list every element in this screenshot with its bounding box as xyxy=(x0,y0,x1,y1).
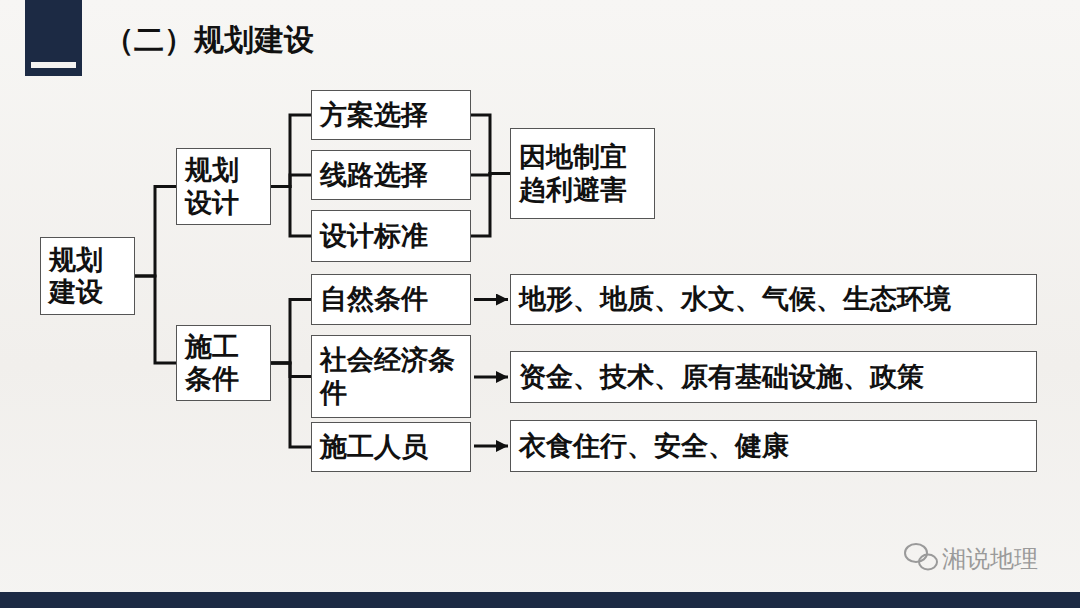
watermark: 湘说地理 xyxy=(942,543,1038,575)
box-label: 自然条件 xyxy=(320,283,428,315)
connector xyxy=(271,175,311,187)
concept-box: 因地制宜 趋利避害 xyxy=(510,128,655,219)
box-label: 因地制宜 趋利避害 xyxy=(519,141,646,206)
concept-box: 施工人员 xyxy=(311,422,471,472)
box-label: 衣食住行、安全、健康 xyxy=(519,430,789,462)
box-label: 规划建设 xyxy=(49,244,126,309)
connector xyxy=(271,187,311,237)
connector xyxy=(471,115,510,174)
concept-box: 衣食住行、安全、健康 xyxy=(510,420,1037,472)
wechat-icon xyxy=(905,544,937,570)
concept-box: 设计标准 xyxy=(311,210,471,262)
corner-bar xyxy=(25,0,82,76)
box-label: 设计标准 xyxy=(320,220,428,252)
connector xyxy=(471,174,510,237)
concept-box: 规划设计 xyxy=(176,148,271,225)
corner-bar-inner xyxy=(31,0,76,68)
concept-box: 地形、地质、水文、气候、生态环境 xyxy=(510,274,1037,325)
connector xyxy=(271,115,311,187)
box-label: 规划设计 xyxy=(185,154,262,219)
concept-box: 自然条件 xyxy=(311,274,471,325)
concept-box: 社会经济条件 xyxy=(311,335,471,418)
concept-box: 线路选择 xyxy=(311,150,471,200)
bottom-bar xyxy=(0,592,1080,608)
connector xyxy=(474,376,508,379)
box-label: 方案选择 xyxy=(320,99,428,131)
box-label: 施工人员 xyxy=(320,431,428,463)
concept-box: 资金、技术、原有基础设施、政策 xyxy=(510,351,1037,403)
concept-box: 施工条件 xyxy=(176,325,271,401)
connector xyxy=(135,276,176,363)
connector xyxy=(271,300,311,364)
box-label: 资金、技术、原有基础设施、政策 xyxy=(519,361,924,393)
box-label: 地形、地质、水文、气候、生态环境 xyxy=(519,283,951,315)
box-label: 施工条件 xyxy=(185,331,262,396)
connector xyxy=(271,363,311,447)
corner-bar-fill xyxy=(31,0,76,62)
concept-box: 方案选择 xyxy=(311,90,471,140)
connector xyxy=(135,187,176,277)
connector xyxy=(474,445,508,448)
connector xyxy=(474,298,508,301)
concept-box: 规划建设 xyxy=(40,237,135,315)
box-label: 线路选择 xyxy=(320,159,428,191)
slide-title: （二）规划建设 xyxy=(104,20,314,61)
box-label: 社会经济条件 xyxy=(320,344,462,409)
